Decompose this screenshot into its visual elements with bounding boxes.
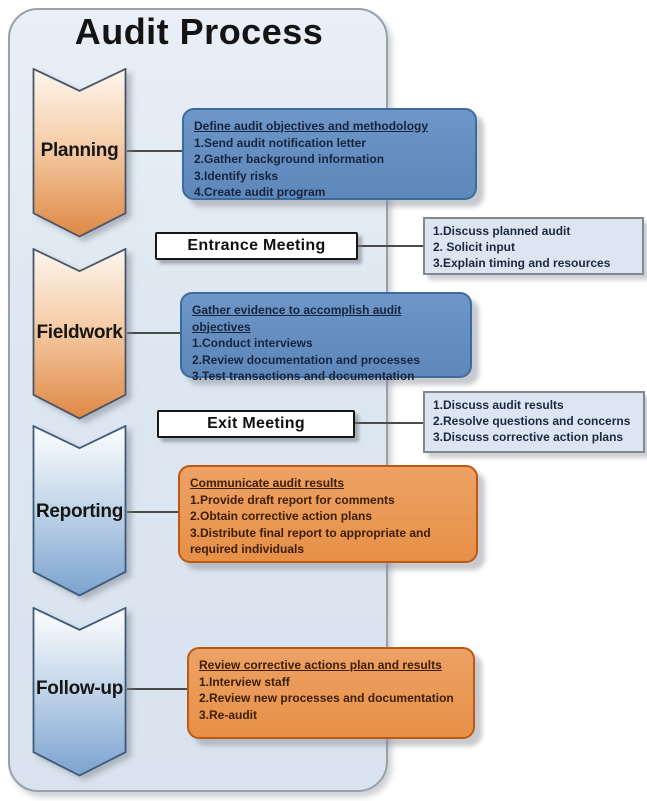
note-item: 1.Discuss audit results <box>433 398 564 412</box>
stage-label-planning: Planning <box>40 140 119 161</box>
panel-followup: Review corrective actions plan and resul… <box>187 647 475 739</box>
chevron-followup <box>32 607 127 777</box>
panel-heading: Gather evidence to accomplish audit obje… <box>192 303 402 334</box>
panel-heading: Define audit objectives and methodology <box>194 119 429 133</box>
exit-meeting-box: Exit Meeting <box>157 410 355 438</box>
panel-item: 1.Interview staff <box>199 674 290 689</box>
panel-heading: Review corrective actions plan and resul… <box>199 658 442 672</box>
connector-reporting <box>127 511 178 513</box>
panel-planning: Define audit objectives and methodology … <box>182 108 477 200</box>
panel-item: 1.Send audit notification letter <box>194 135 367 150</box>
entrance-meeting-box: Entrance Meeting <box>155 232 358 260</box>
entrance-meeting-notes: 1.Discuss planned audit 2. Solicit input… <box>423 217 644 275</box>
note-item: 2. Solicit input <box>433 240 516 254</box>
panel-item: 2.Review new processes and documentation <box>199 691 454 705</box>
panel-item: 4.Create audit program <box>194 185 326 199</box>
panel-item: 3.Distribute final report to appropriate… <box>190 525 431 557</box>
panel-fieldwork: Gather evidence to accomplish audit obje… <box>180 292 472 383</box>
chevron-fieldwork <box>32 248 127 420</box>
connector-followup <box>127 688 187 690</box>
connector-entrance-meeting <box>356 245 423 247</box>
panel-reporting: Communicate audit results 1.Provide draf… <box>178 465 478 563</box>
stage-label-followup: Follow-up <box>36 678 123 699</box>
panel-item: 3.Test transactions and documentation <box>192 369 415 383</box>
panel-item: 2.Gather background information <box>194 152 385 166</box>
note-item: 2.Resolve questions and concerns <box>433 414 631 428</box>
chevron-reporting <box>32 425 127 597</box>
stage-label-reporting: Reporting <box>35 501 123 522</box>
panel-item: 1.Conduct interviews <box>192 336 313 350</box>
connector-planning <box>127 150 182 152</box>
panel-heading: Communicate audit results <box>190 476 345 490</box>
panel-item: 2.Review documentation and processes <box>192 352 421 367</box>
exit-meeting-notes: 1.Discuss audit results 2.Resolve questi… <box>423 391 645 453</box>
note-item: 1.Discuss planned audit <box>433 224 571 238</box>
connector-fieldwork <box>127 332 180 334</box>
panel-item: 2.Obtain corrective action plans <box>190 509 373 523</box>
entrance-meeting-label: Entrance Meeting <box>187 237 326 254</box>
panel-item: 3.Identify risks <box>194 168 279 183</box>
note-item: 3.Explain timing and resources <box>433 256 611 270</box>
exit-meeting-label: Exit Meeting <box>207 415 305 432</box>
connector-exit-meeting <box>353 422 423 424</box>
page-title: Audit Process <box>74 11 324 52</box>
stage-label-fieldwork: Fieldwork <box>36 322 123 343</box>
panel-item: 3.Re-audit <box>199 707 258 722</box>
panel-item: 1.Provide draft report for comments <box>190 492 395 507</box>
chevron-planning <box>32 68 127 238</box>
note-item: 3.Discuss corrective action plans <box>433 430 624 444</box>
